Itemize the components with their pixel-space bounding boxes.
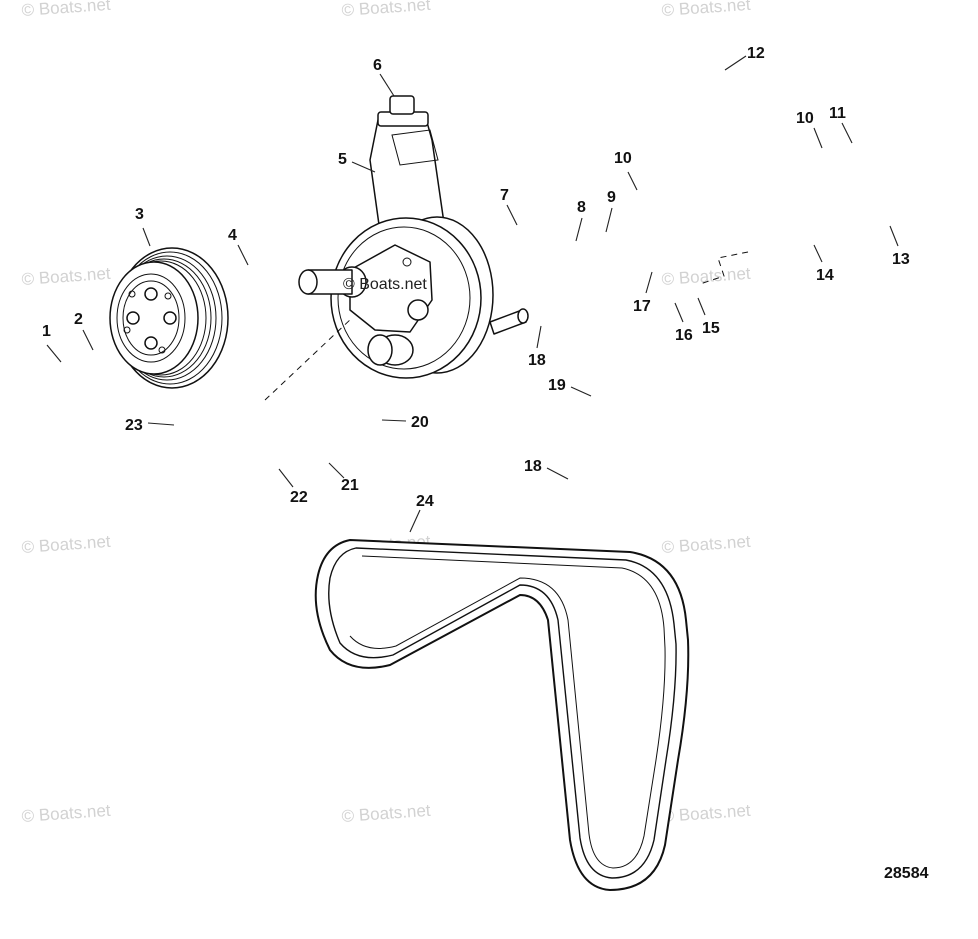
watermark: © Boats.net	[661, 801, 751, 826]
callout-4: 4	[228, 227, 237, 244]
callout-labels: 1 2 3 4 5 6 7 8 9 10 10 11 12 13 14 15 1…	[42, 45, 910, 510]
callout-14: 14	[816, 267, 834, 284]
callout-16: 16	[675, 327, 693, 344]
dashed-line-14-17	[699, 251, 749, 285]
watermark: © Boats.net	[341, 801, 431, 826]
callout-21: 21	[341, 477, 359, 494]
watermark: © Boats.net	[661, 264, 751, 289]
callout-10a: 10	[614, 150, 632, 167]
callout-15: 15	[702, 320, 720, 337]
callout-6: 6	[373, 57, 382, 74]
callout-18b: 18	[524, 458, 542, 475]
callout-7: 7	[500, 187, 509, 204]
callout-13: 13	[892, 251, 910, 268]
callout-5: 5	[338, 151, 347, 168]
callout-8: 8	[577, 199, 586, 216]
callout-24: 24	[416, 493, 434, 510]
leader-lines	[46, 55, 899, 533]
callout-12: 12	[747, 45, 765, 62]
watermark: © Boats.net	[341, 0, 431, 20]
callout-18a: 18	[528, 352, 546, 369]
pump-watermark: © Boats.net	[343, 276, 427, 293]
callout-1: 1	[42, 323, 51, 340]
power-steering-pump: © Boats.net	[298, 95, 529, 379]
callout-9: 9	[607, 189, 616, 206]
watermark: © Boats.net	[21, 0, 111, 20]
crankshaft-pulley	[109, 247, 229, 389]
callout-22: 22	[290, 489, 308, 506]
watermark: © Boats.net	[21, 264, 111, 289]
callout-19: 19	[548, 377, 566, 394]
callout-17: 17	[633, 298, 651, 315]
callout-3: 3	[135, 206, 144, 223]
watermark: © Boats.net	[21, 801, 111, 826]
watermark: © Boats.net	[661, 532, 751, 557]
callout-20: 20	[411, 414, 429, 431]
callout-10b: 10	[796, 110, 814, 127]
callout-2: 2	[74, 311, 83, 328]
drive-belt	[314, 539, 690, 891]
callout-23: 23	[125, 417, 143, 434]
alignment-dashed-line	[264, 317, 353, 401]
callout-11: 11	[829, 105, 846, 122]
figure-number: 28584	[884, 865, 929, 882]
watermark: © Boats.net	[661, 0, 751, 20]
watermark: © Boats.net	[21, 532, 111, 557]
